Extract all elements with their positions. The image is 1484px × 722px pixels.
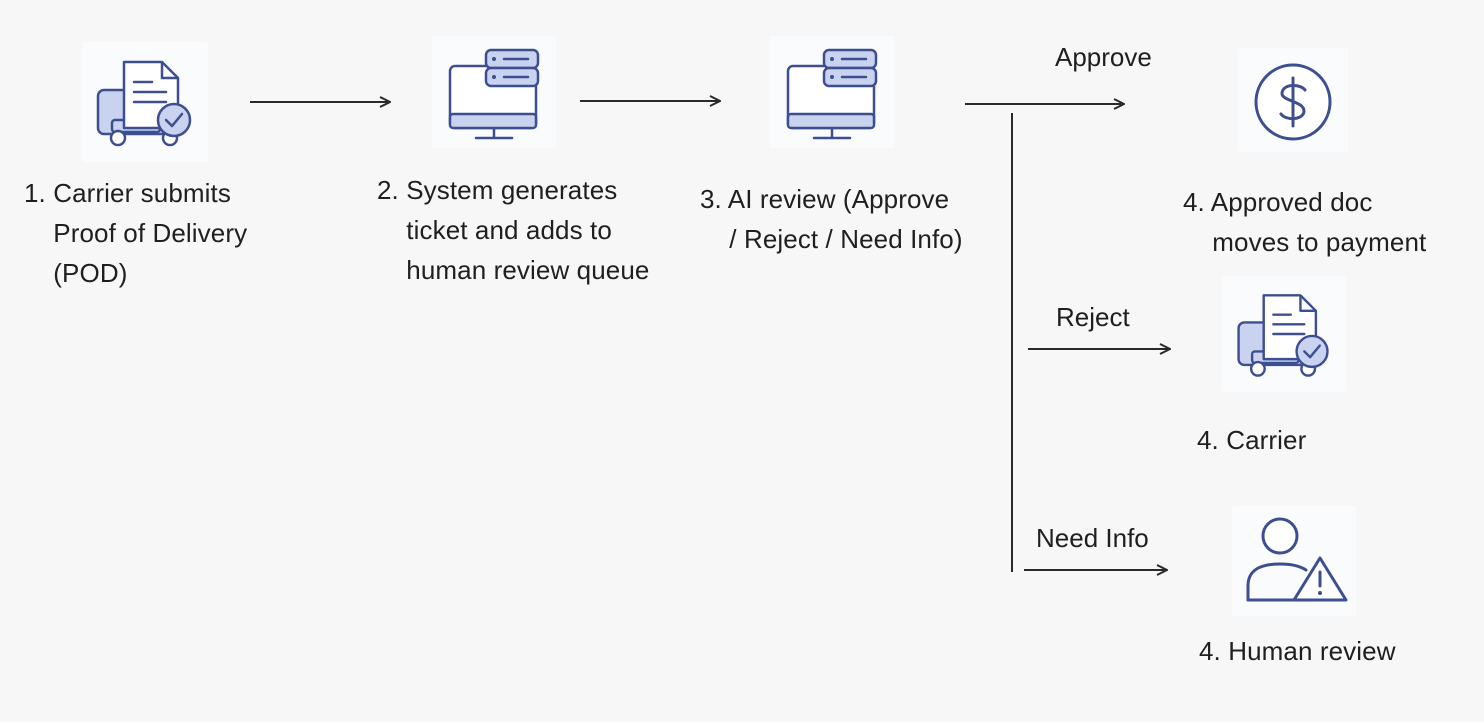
outcome-label-need-info: 4. Human review (1199, 636, 1396, 666)
step-3-label: 3. AI review (Approve / Reject / Need In… (700, 184, 963, 254)
branch-label-approve: Approve (1055, 42, 1152, 72)
computer-server-icon (786, 48, 878, 140)
outcome-label-approve: 4. Approved doc moves to payment (1183, 187, 1427, 257)
step-2-icon-tile (432, 36, 556, 148)
step-1-label: 1. Carrier submits Proof of Delivery (PO… (24, 178, 248, 288)
dollar-circle-icon (1254, 63, 1332, 141)
approve-icon-tile (1238, 48, 1348, 152)
branch-label-need-info: Need Info (1036, 523, 1149, 553)
delivery-truck-document-icon (96, 60, 192, 147)
need-info-icon-tile (1232, 506, 1356, 616)
step-3-icon-tile (770, 36, 894, 148)
outcome-label-reject: 4. Carrier (1197, 425, 1307, 455)
step-2-label: 2. System generates ticket and adds to h… (377, 175, 650, 285)
computer-server-icon (448, 48, 540, 140)
step-1-icon-tile (82, 42, 208, 162)
user-warning-icon (1246, 517, 1348, 602)
reject-icon-tile (1222, 276, 1346, 392)
branch-label-reject: Reject (1056, 302, 1130, 332)
delivery-truck-document-icon (1237, 294, 1329, 377)
